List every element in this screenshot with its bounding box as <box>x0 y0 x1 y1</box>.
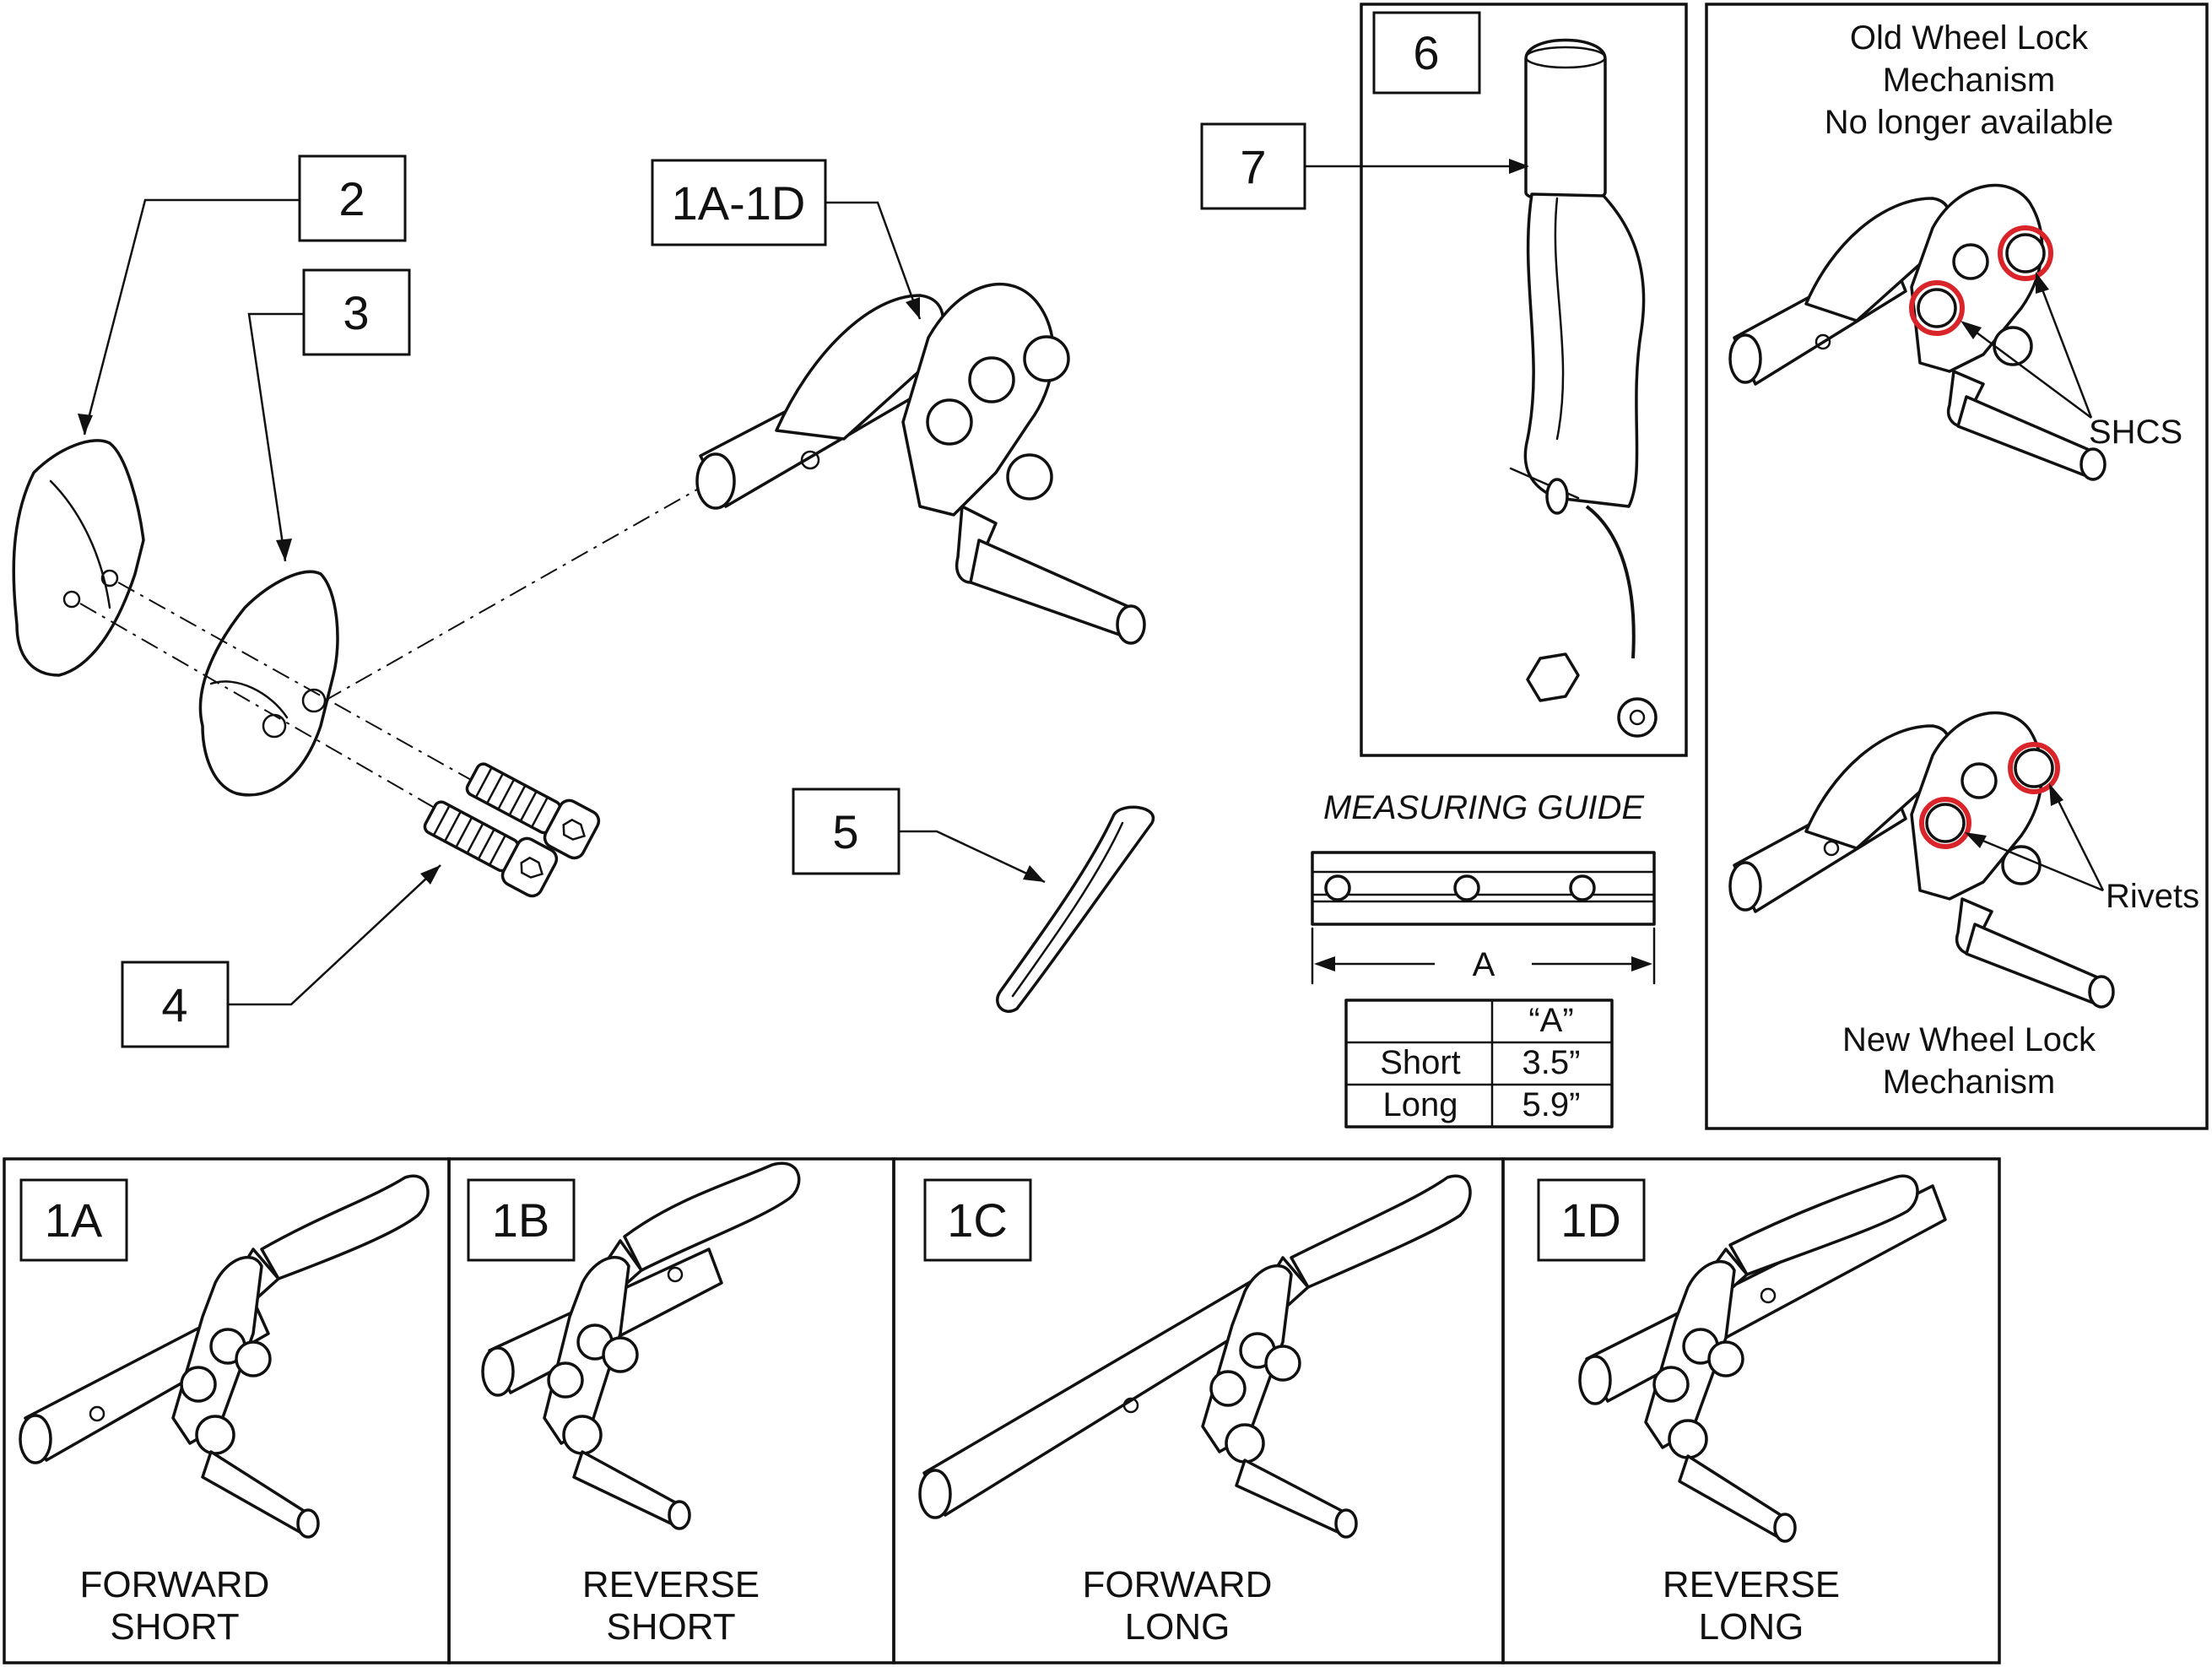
new-wheel-lock-mechanism <box>1728 711 2115 1009</box>
callout-6: 6 <box>1372 11 1481 95</box>
leader-5 <box>899 830 1046 884</box>
variant-length: LONG <box>1125 1606 1230 1648</box>
part-7-handle <box>1523 38 1646 508</box>
variant-panel-1b: 1B REVERSE SHORT <box>447 1157 895 1664</box>
table-row-value: 3.5” <box>1522 1044 1581 1081</box>
arrowhead-3 <box>276 539 292 561</box>
dimension-label-a: A <box>1473 946 1495 983</box>
arrowhead-shcs <box>1961 321 1982 339</box>
measuring-guide-title: MEASURING GUIDE <box>1323 789 1645 826</box>
shcs-label: SHCS <box>2089 414 2182 451</box>
variant-direction: FORWARD <box>80 1564 270 1605</box>
part-4-screws <box>423 762 601 898</box>
arrowhead-7 <box>1509 159 1529 174</box>
callout-3: 3 <box>302 268 411 356</box>
old-mechanism-title: Mechanism <box>1883 62 2056 99</box>
leader-2 <box>83 198 300 436</box>
variant-length: SHORT <box>110 1606 239 1648</box>
arrowhead-rivets <box>1965 832 1987 848</box>
svg-text:1A-1D: 1A-1D <box>672 176 806 230</box>
old-mechanism-subtitle: No longer available <box>1825 104 2113 141</box>
arrowhead-rivets <box>2049 783 2063 806</box>
new-rivet-highlight <box>2008 742 2060 794</box>
svg-text:4: 4 <box>161 978 187 1031</box>
extension-handle-panel <box>1360 3 1688 757</box>
variant-direction: REVERSE <box>582 1564 760 1605</box>
variant-id: 1D <box>1560 1193 1621 1247</box>
callout-5: 5 <box>792 787 900 875</box>
part-6-cable <box>1509 467 1658 738</box>
new-mechanism-title: New Wheel Lock <box>1842 1021 2096 1058</box>
leader-1 <box>825 201 922 320</box>
part-5-pad <box>996 805 1155 1013</box>
variant-id: 1A <box>45 1193 103 1247</box>
svg-text:2: 2 <box>338 172 365 225</box>
arrowhead-2 <box>78 414 93 435</box>
part-1-wheel-lock-assembly <box>695 282 1146 645</box>
arrowhead-1 <box>906 297 920 319</box>
variant-direction: REVERSE <box>1663 1564 1840 1605</box>
callout-7: 7 <box>1200 122 1306 210</box>
callout-1a-1d: 1A-1D <box>651 159 827 246</box>
arrowhead-4 <box>420 865 441 885</box>
variant-id: 1C <box>947 1193 1008 1247</box>
rivets-label: Rivets <box>2106 878 2199 915</box>
callout-4: 4 <box>121 961 230 1048</box>
table-header-a: “A” <box>1528 1002 1573 1039</box>
variant-length: SHORT <box>606 1606 735 1648</box>
variant-panel-1d: 1D REVERSE LONG <box>1501 1157 2001 1664</box>
part-3-grip-block <box>198 570 339 797</box>
measuring-guide: MEASURING GUIDE A “A” Short 3.5” Long 5.… <box>1311 789 1656 1128</box>
leader-3 <box>247 312 304 562</box>
svg-text:7: 7 <box>1240 140 1266 193</box>
old-mechanism-title: Old Wheel Lock <box>1850 19 2089 57</box>
callout-2: 2 <box>298 154 407 242</box>
svg-text:5: 5 <box>832 805 858 858</box>
variant-lock-illustration <box>481 1161 801 1530</box>
variant-direction: FORWARD <box>1083 1564 1273 1605</box>
assembly-line-1 <box>117 582 473 782</box>
table-row-value: 5.9” <box>1522 1086 1581 1123</box>
variant-length: LONG <box>1699 1606 1804 1648</box>
svg-text:6: 6 <box>1413 26 1439 79</box>
variant-lock-illustration <box>19 1174 430 1539</box>
leader-rivets <box>1970 788 2105 892</box>
assembly-line-3 <box>324 468 735 701</box>
table-row-label: Long <box>1383 1086 1458 1123</box>
variant-id: 1B <box>492 1193 550 1247</box>
leader-4 <box>228 864 441 1006</box>
old-shcs-highlight <box>1998 225 2053 281</box>
variant-panel-1a: 1A FORWARD SHORT <box>3 1157 451 1664</box>
assembly-line-2 <box>79 603 440 811</box>
variant-panel-1c: 1C FORWARD LONG <box>892 1157 1505 1664</box>
part-2-grip-shell <box>12 439 145 677</box>
table-row-label: Short <box>1380 1044 1461 1081</box>
svg-text:3: 3 <box>343 286 369 339</box>
measuring-table: “A” Short 3.5” Long 5.9” <box>1344 999 1614 1128</box>
new-mechanism-title: Mechanism <box>1883 1064 2056 1101</box>
old-shcs-highlight <box>1909 280 1965 336</box>
new-rivet-highlight <box>1919 797 1971 849</box>
variant-lock-illustration <box>918 1174 1472 1539</box>
arrowhead-5 <box>1023 865 1045 882</box>
old-wheel-lock-mechanism <box>1728 183 2107 481</box>
arrowhead-shcs <box>2036 272 2049 294</box>
comparison-panel <box>1705 3 2209 1130</box>
variant-lock-illustration <box>1578 1174 1947 1543</box>
leader-shcs <box>1966 278 2093 419</box>
